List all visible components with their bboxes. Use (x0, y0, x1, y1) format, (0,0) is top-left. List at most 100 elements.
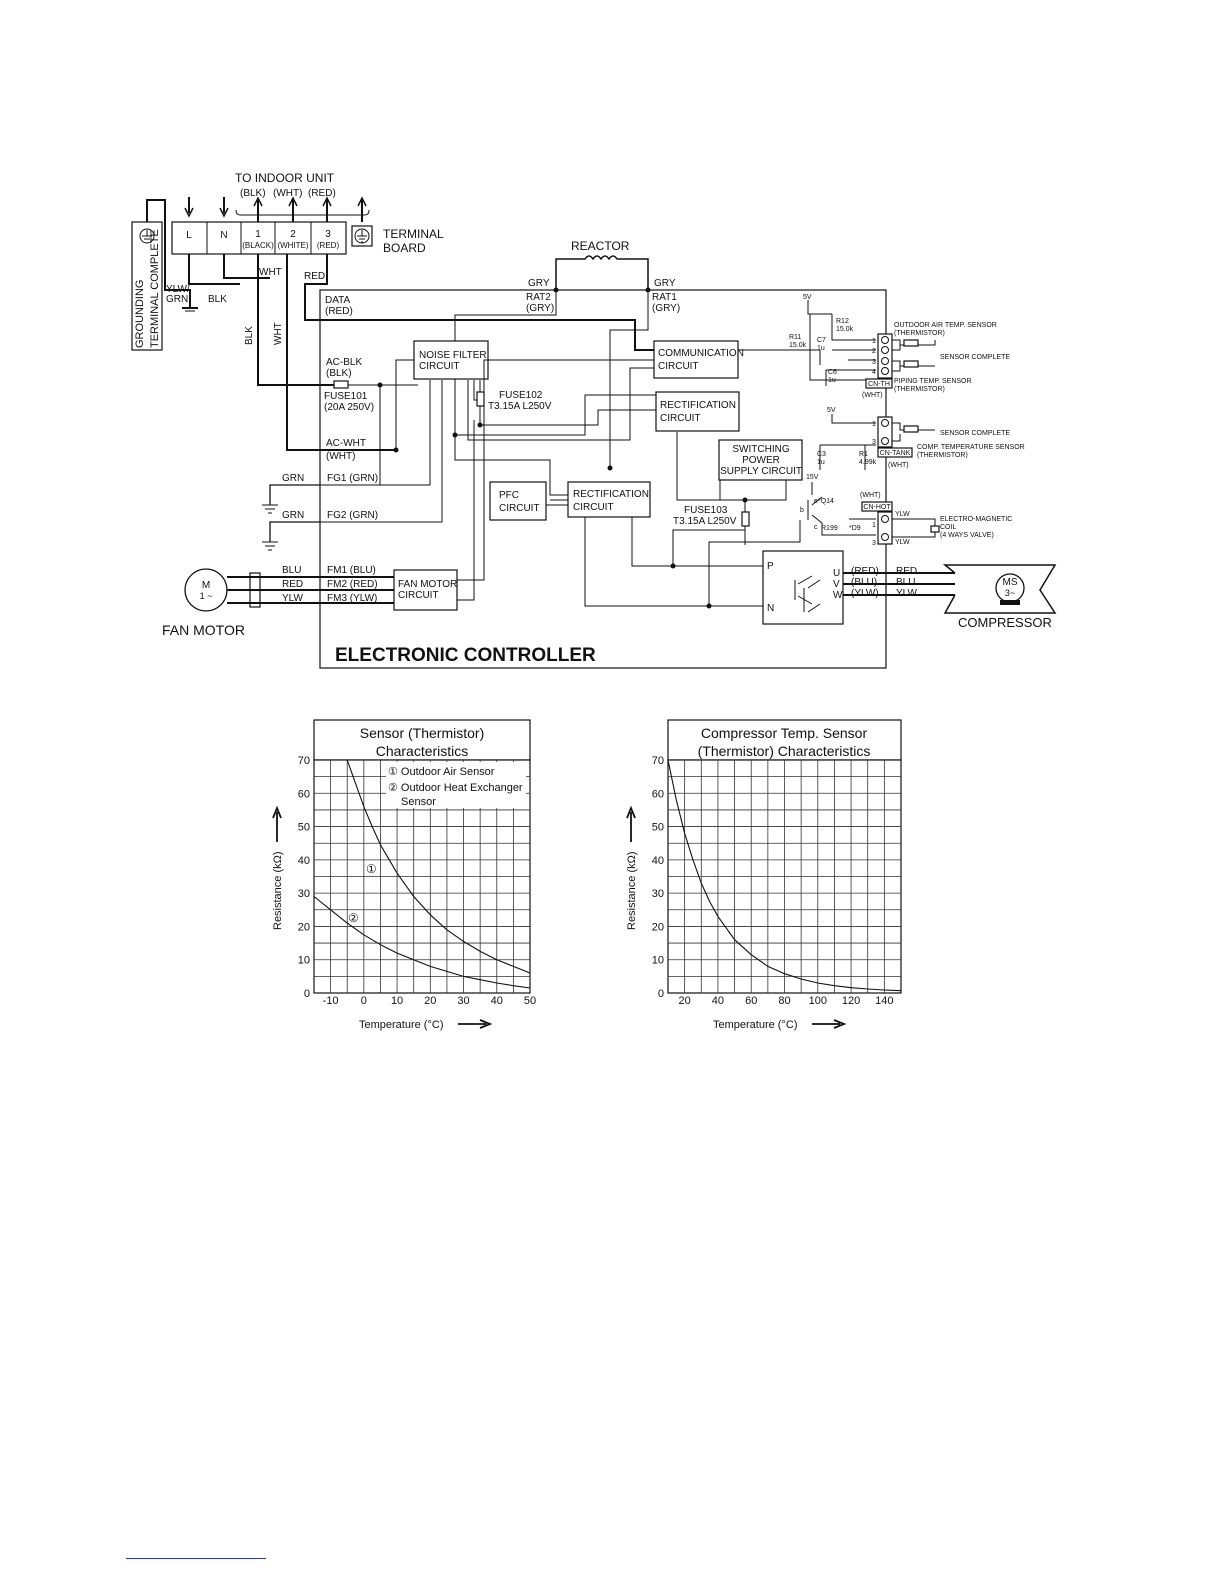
fuse102-sub: T3.15A L250V (488, 401, 552, 412)
internal-wiring (320, 290, 821, 607)
inverter-u: U (833, 568, 840, 579)
outdoor-air-sensor-label: OUTDOOR AIR TEMP. SENSOR (894, 322, 997, 329)
indoor-color-blk: (BLK) (240, 188, 266, 199)
gry-label-1: GRY (528, 278, 550, 289)
y-tick-label: 20 (652, 921, 664, 933)
fuse101-sub: (20A 250V) (324, 402, 374, 413)
terminal-1: 1 (255, 229, 261, 240)
em-coil-label-1: ELECTRO-MAGNETIC (940, 516, 1012, 523)
pin-th-4: 4 (872, 369, 876, 376)
terminal-n: N (220, 230, 227, 241)
compressor-icon (942, 564, 1057, 614)
chart2-grid (667, 759, 902, 994)
rectification2-label-1: RECTIFICATION (573, 489, 649, 500)
y-tick-label: 10 (652, 955, 664, 967)
ylw-label-2: YLW (895, 539, 910, 546)
fan-motor-circuit-label-1: FAN MOTOR (398, 579, 457, 590)
fm1-label: FM1 (BLU) (327, 565, 376, 576)
pfc-label-2: CIRCUIT (499, 503, 540, 514)
ylw-label-1: YLW (895, 511, 910, 518)
chart1-legend-3: Sensor (401, 796, 436, 808)
chart2-x-arrow-icon (812, 1019, 847, 1029)
y-tick-label: 60 (298, 788, 310, 800)
chart2-title-line-2: (Thermistor) Characteristics (698, 743, 871, 759)
communication-label-1: COMMUNICATION (658, 348, 744, 359)
fan-motor-icon (184, 568, 394, 612)
y-tick-label: 40 (298, 855, 310, 867)
r11-label: R11 (789, 334, 801, 341)
grounding-terminal (131, 199, 198, 351)
r11-sub: 15.0k (789, 342, 807, 349)
r199-label: R199 (821, 525, 838, 532)
chart2-title-box (667, 719, 902, 761)
c3-label: C3 (817, 451, 826, 458)
em-coil-label-2: COIL (940, 524, 956, 531)
sensor-complete-1-label: SENSOR COMPLETE (940, 354, 1010, 361)
outdoor-air-sensor-sub: (THERMISTOR) (894, 330, 945, 337)
rat2-sub: (GRY) (526, 303, 554, 314)
v5-label-a: 5V (803, 294, 812, 301)
indoor-color-red: (RED) (308, 188, 336, 199)
inverter-module (762, 550, 844, 625)
series-line-1 (667, 759, 902, 992)
chart1-title-line-2: Characteristics (376, 743, 469, 759)
pin-tank-1: 1 (872, 421, 876, 428)
compressor-thermistor-chart: Compressor Temp. Sensor (Thermistor) Cha… (626, 719, 902, 1031)
chart1-series-2-marker: ② (348, 911, 359, 925)
c7-label: C7 (817, 337, 826, 344)
trans-e: e (814, 498, 818, 505)
wire-wht-label: WHT (259, 267, 282, 278)
series-line-2 (313, 896, 531, 989)
c3-sub: 1u (817, 459, 825, 466)
fan-wire-blu: BLU (282, 565, 301, 576)
chart1-legend-1: ① Outdoor Air Sensor (388, 766, 495, 778)
y-tick-label: 70 (298, 755, 310, 767)
communication-label-2: CIRCUIT (658, 361, 699, 372)
y-tick-label: 10 (298, 955, 310, 967)
inverter-p: P (767, 561, 774, 572)
fan-motor-circuit-box (393, 569, 458, 611)
cn-tank-label: CN-TANK (880, 450, 911, 457)
terminal-board: L N 1 (BLACK) 2 (WHITE) 3 (RED) (171, 221, 347, 255)
comp-temp-sensor-label: COMP. TEMPERATURE SENSOR (917, 444, 1025, 451)
rectification-circuit-box-1 (655, 391, 740, 432)
pin-tank-3: 3 (872, 439, 876, 446)
r12-label: R12 (836, 318, 849, 325)
trans-b: b (800, 507, 804, 514)
rat1-label: RAT1 (652, 292, 677, 303)
em-coil-label-3: (4 WAYS VALVE) (940, 532, 994, 539)
switching-label-2: POWER (742, 455, 780, 466)
sensor-section: 5V R12 15.0k R11 15.0k C7 1u C6 1u 1 2 3… (789, 294, 1025, 547)
chart2-ylabel: Resistance (kΩ) (626, 851, 638, 930)
grounding-label-2: TERMINAL COMPLETE (149, 229, 161, 348)
comp-temp-sensor-sub: (THERMISTOR) (917, 452, 968, 459)
v5-label-b: 5V (827, 407, 836, 414)
y-tick-label: 0 (304, 988, 310, 1000)
comp-wire-blu: BLU (896, 577, 915, 588)
pin-th-1: 1 (872, 338, 876, 345)
compressor-symbol-ms: MS (1003, 577, 1018, 588)
y-tick-label: 70 (652, 755, 664, 767)
grn-label-1: GRN (282, 473, 304, 484)
rectification1-label-1: RECTIFICATION (660, 400, 736, 411)
chart1-y-arrow-icon (272, 805, 282, 842)
chart1-xlabel: Temperature (°C) (359, 1019, 443, 1031)
gry-label-2: GRY (654, 278, 676, 289)
fuse101-label: FUSE101 (324, 391, 368, 402)
x-tick-label: 40 (712, 995, 724, 1007)
comp-wire-blu-paren: (BLU) (851, 577, 877, 588)
compressor-label: COMPRESSOR (958, 615, 1052, 630)
chart2-y-arrow-icon (626, 805, 636, 842)
chart1-legend-bg (386, 762, 526, 808)
fuse103-label: FUSE103 (684, 505, 728, 516)
x-tick-label: -10 (323, 995, 339, 1007)
wire-red-label: RED (304, 271, 325, 282)
inverter-v: V (833, 579, 840, 590)
pfc-label-1: PFC (499, 490, 519, 501)
motor-symbol-phase: 1 ~ (200, 591, 213, 601)
pin-th-3: 3 (872, 359, 876, 366)
terminal-board-label-1: TERMINAL (383, 227, 444, 241)
noise-filter-label-1: NOISE FILTER (419, 350, 487, 361)
rat1-sub: (GRY) (652, 303, 680, 314)
